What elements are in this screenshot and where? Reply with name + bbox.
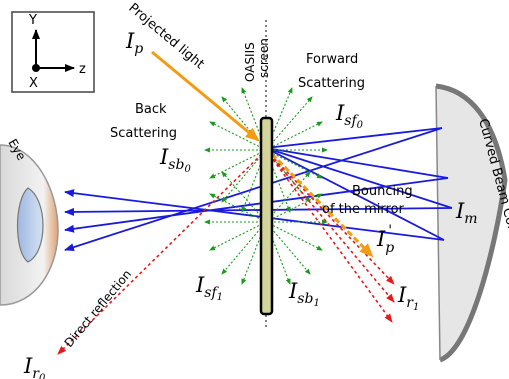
oasiis-screen: OASIIS screen	[243, 20, 274, 330]
symbol-isb0: Isb0	[159, 145, 191, 175]
symbol-isf0: Isf0	[335, 101, 364, 131]
back-label-1: Back	[135, 102, 167, 117]
axis-y-label: Y	[28, 13, 37, 28]
eye: Eye	[0, 137, 59, 306]
symbol-isb1: Isb1	[288, 279, 320, 309]
projected-light-label: Projected light	[125, 1, 206, 73]
forward-label-1: Forward	[306, 52, 358, 67]
projected-light	[151, 50, 374, 258]
screen-name: OASIIS	[243, 42, 257, 82]
forward-label-2: Scattering	[298, 76, 365, 91]
symbol-ir1: Ir1	[397, 283, 419, 313]
axis-x-label: X	[29, 76, 38, 91]
direct-reflection-label: Direct reflection	[62, 267, 135, 350]
scattering-rays	[204, 87, 328, 285]
back-label-2: Scattering	[110, 126, 177, 141]
symbol-ip: Ip	[125, 29, 143, 57]
symbol-ir0: Ir0	[23, 354, 46, 379]
axis-z-label: z	[79, 62, 86, 77]
bouncing-label-2: of the mirror	[322, 202, 405, 217]
symbol-ip-prime: Ip'	[376, 223, 394, 256]
bouncing-label-1: Bouncing	[352, 184, 413, 199]
screen-sub: screen	[257, 38, 271, 78]
symbol-isf1: Isf1	[195, 273, 223, 303]
axes-inset: Y z X	[11, 11, 95, 93]
symbol-im: Im	[455, 199, 478, 227]
direct-reflection-rays	[57, 149, 395, 355]
